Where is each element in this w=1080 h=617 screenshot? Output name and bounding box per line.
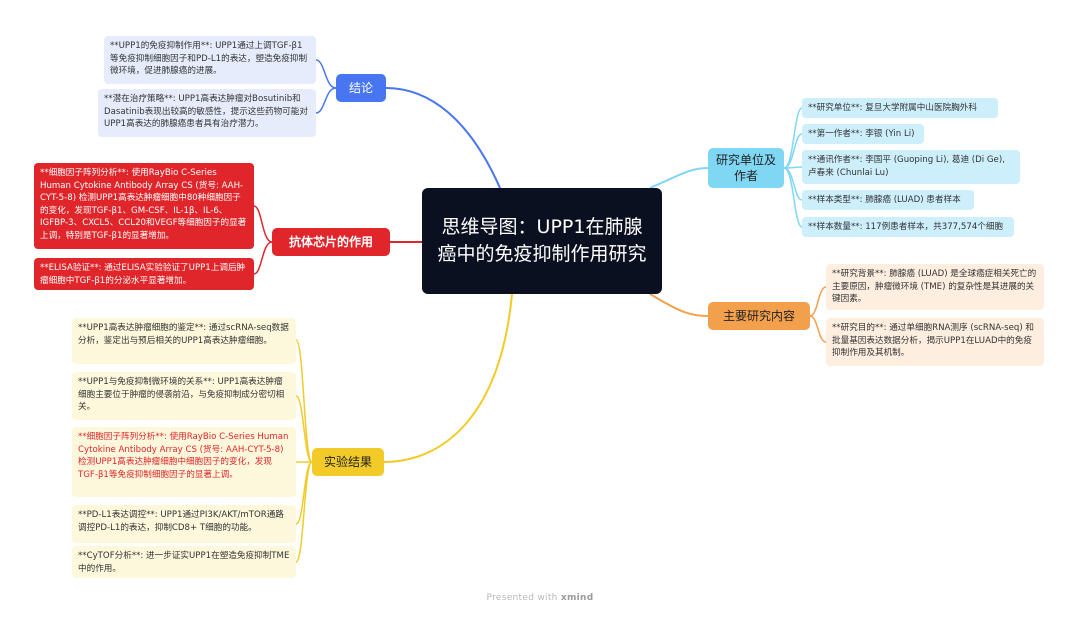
- leaf-conclusion-1[interactable]: **UPP1的免疫抑制作用**: UPP1通过上调TGF-β1等免疫抑制细胞因子…: [104, 36, 316, 84]
- edge-content-leaf: [809, 286, 827, 317]
- footer-prefix: Presented with: [486, 593, 558, 603]
- leaf-authors-1[interactable]: **研究单位**: 复旦大学附属中山医院胸外科: [802, 98, 998, 118]
- leaf-conclusion-2[interactable]: **潜在治疗策略**: UPP1高表达肿瘤对Bosutinib和Dasatini…: [98, 89, 316, 137]
- leaf-text: **细胞因子阵列分析**: 使用RayBio C-Series Human Cy…: [78, 432, 289, 480]
- leaf-authors-5[interactable]: **样本数量**: 117例患者样本，共377,574个细胞: [802, 217, 1014, 237]
- leaf-results-5[interactable]: **CyTOF分析**: 进一步证实UPP1在塑造免疫抑制TME中的作用。: [72, 546, 296, 578]
- branch-authors-label: 研究单位及作者: [716, 153, 777, 183]
- edge-content-leaf: [809, 315, 827, 343]
- central-topic[interactable]: 思维导图：UPP1在肺腺癌中的免疫抑制作用研究: [422, 188, 662, 294]
- leaf-text: **研究目的**: 通过单细胞RNA测序 (scRNA-seq) 和批量基因表达…: [832, 323, 1034, 358]
- edge-central-conclusion: [385, 87, 501, 189]
- leaf-text: **第一作者**: 李银 (Yin Li): [808, 129, 915, 139]
- branch-main-content[interactable]: 主要研究内容: [708, 302, 810, 330]
- leaf-text: **潜在治疗策略**: UPP1高表达肿瘤对Bosutinib和Dasatini…: [104, 94, 308, 129]
- edge-conclusion-leaf: [315, 59, 337, 89]
- leaf-text: **细胞因子阵列分析**: 使用RayBio C-Series Human Cy…: [40, 168, 247, 241]
- leaf-authors-2[interactable]: **第一作者**: 李银 (Yin Li): [802, 124, 924, 144]
- leaf-text: **CyTOF分析**: 进一步证实UPP1在塑造免疫抑制TME中的作用。: [78, 551, 290, 574]
- leaf-text: **UPP1与免疫抑制微环境的关系**: UPP1高表达肿瘤细胞主要位于肿瘤的侵…: [78, 377, 285, 412]
- branch-content-label: 主要研究内容: [722, 309, 795, 323]
- branch-results[interactable]: 实验结果: [312, 448, 384, 476]
- leaf-authors-4[interactable]: **样本类型**: 肺腺癌 (LUAD) 患者样本: [802, 190, 974, 210]
- footer-brand: xmind: [560, 593, 594, 603]
- edge-authors-leaf: [783, 167, 803, 228]
- presented-with-footer: Presented with xmind: [0, 593, 1080, 603]
- leaf-authors-3[interactable]: **通讯作者**: 李国平 (Guoping Li), 葛迪 (Di Ge), …: [802, 150, 1020, 184]
- leaf-antibody-1[interactable]: **细胞因子阵列分析**: 使用RayBio C-Series Human Cy…: [34, 163, 254, 249]
- branch-conclusion-label: 结论: [348, 81, 373, 95]
- central-topic-title: 思维导图：UPP1在肺腺癌中的免疫抑制作用研究: [437, 216, 647, 265]
- leaf-text: **ELISA验证**: 通过ELISA实验验证了UPP1上调后肿瘤细胞中TGF…: [40, 263, 246, 286]
- edge-central-results: [383, 293, 513, 463]
- edge-central-authors: [649, 167, 709, 189]
- leaf-text: **样本数量**: 117例患者样本，共377,574个细胞: [808, 222, 1004, 232]
- leaf-results-3[interactable]: **细胞因子阵列分析**: 使用RayBio C-Series Human Cy…: [72, 427, 296, 497]
- leaf-text: **样本类型**: 肺腺癌 (LUAD) 患者样本: [808, 195, 961, 205]
- branch-conclusion[interactable]: 结论: [336, 74, 386, 102]
- edge-authors-leaf: [783, 107, 803, 169]
- leaf-results-2[interactable]: **UPP1与免疫抑制微环境的关系**: UPP1高表达肿瘤细胞主要位于肿瘤的侵…: [72, 372, 296, 420]
- branch-antibody-array[interactable]: 抗体芯片的作用: [272, 228, 390, 256]
- leaf-results-4[interactable]: **PD-L1表达调控**: UPP1通过PI3K/AKT/mTOR通路调控PD…: [72, 505, 296, 543]
- leaf-results-1[interactable]: **UPP1高表达肿瘤细胞的鉴定**: 通过scRNA-seq数据分析，鉴定出与…: [72, 318, 296, 364]
- edge-results-leaf: [295, 461, 313, 563]
- leaf-text: **通讯作者**: 李国平 (Guoping Li), 葛迪 (Di Ge), …: [808, 155, 1005, 178]
- branch-results-label: 实验结果: [323, 455, 372, 469]
- edge-conclusion-leaf: [315, 87, 337, 114]
- edge-results-leaf: [295, 395, 313, 463]
- edge-antibody-leaf: [253, 241, 273, 275]
- leaf-content-1[interactable]: **研究背景**: 肺腺癌 (LUAD) 是全球癌症相关死亡的主要原因，肿瘤微环…: [826, 264, 1044, 310]
- leaf-antibody-2[interactable]: **ELISA验证**: 通过ELISA实验验证了UPP1上调后肿瘤细胞中TGF…: [34, 258, 254, 290]
- leaf-text: **UPP1的免疫抑制作用**: UPP1通过上调TGF-β1等免疫抑制细胞因子…: [110, 41, 308, 76]
- edge-antibody-leaf: [253, 205, 273, 243]
- branch-authors[interactable]: 研究单位及作者: [708, 148, 784, 188]
- edge-results-leaf: [295, 339, 313, 463]
- branch-antibody-label: 抗体芯片的作用: [288, 235, 373, 249]
- edge-central-content: [649, 293, 709, 317]
- leaf-text: **PD-L1表达调控**: UPP1通过PI3K/AKT/mTOR通路调控PD…: [78, 510, 284, 533]
- edge-authors-leaf: [783, 133, 803, 169]
- leaf-content-2[interactable]: **研究目的**: 通过单细胞RNA测序 (scRNA-seq) 和批量基因表达…: [826, 318, 1044, 366]
- leaf-text: **UPP1高表达肿瘤细胞的鉴定**: 通过scRNA-seq数据分析，鉴定出与…: [78, 323, 289, 346]
- leaf-text: **研究背景**: 肺腺癌 (LUAD) 是全球癌症相关死亡的主要原因，肿瘤微环…: [832, 269, 1037, 304]
- leaf-text: **研究单位**: 复旦大学附属中山医院胸外科: [808, 103, 977, 113]
